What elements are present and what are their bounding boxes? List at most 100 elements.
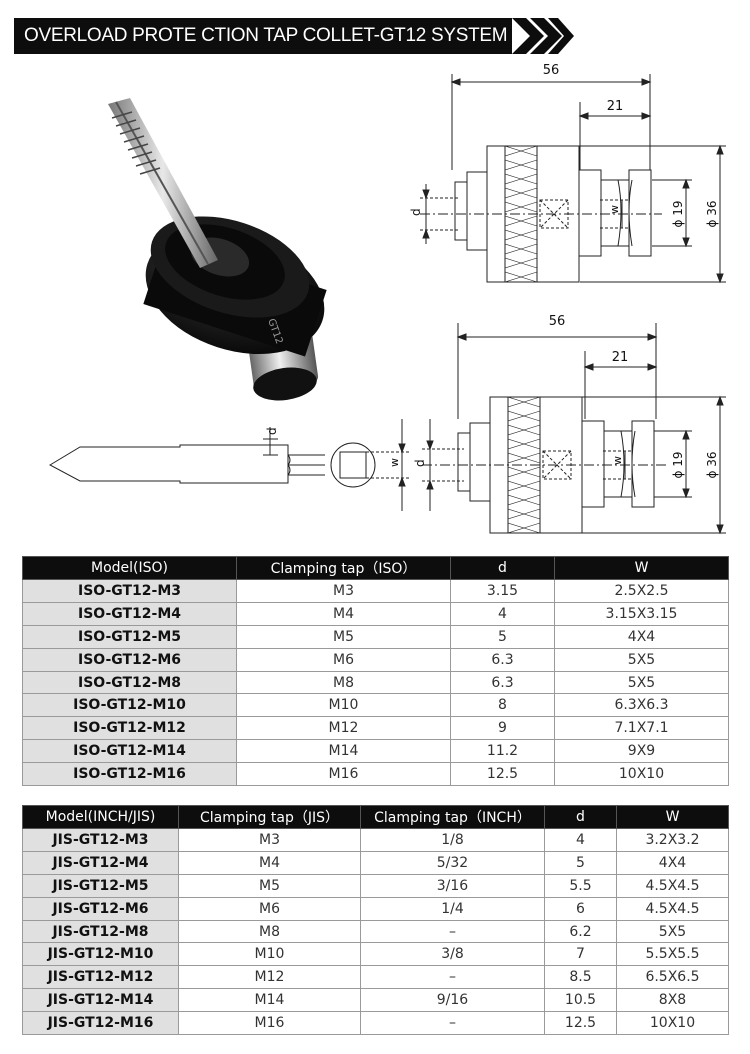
- d-cell: 6: [544, 896, 617, 921]
- w-cell: 3.2X3.2: [616, 828, 729, 852]
- header-w: W: [554, 556, 729, 580]
- clamping-tap-inch-cell: –: [360, 1011, 545, 1036]
- header-clamping-tap-inch: Clamping tap（INCH）: [360, 805, 545, 829]
- d-cell: 6.2: [544, 919, 617, 944]
- tap-w-label: w: [388, 458, 401, 467]
- model-cell: JIS-GT12-M8: [22, 919, 179, 944]
- d-cell: 5: [450, 624, 555, 649]
- model-cell: JIS-GT12-M10: [22, 942, 179, 967]
- dim-phi19-label: ϕ 19: [671, 452, 685, 479]
- d-cell: 10.5: [544, 988, 617, 1013]
- clamping-tap-inch-cell: 3/8: [360, 942, 545, 967]
- clamping-tap-inch-cell: 1/8: [360, 828, 545, 852]
- model-cell: JIS-GT12-M4: [22, 850, 179, 875]
- dim-w-label: w: [611, 456, 624, 465]
- page-title: OVERLOAD PROTE CTION TAP COLLET-GT12 SYS…: [24, 25, 508, 46]
- clamping-tap-inch-cell: –: [360, 919, 545, 944]
- clamping-tap-cell: M12: [236, 716, 451, 741]
- w-cell: 7.1X7.1: [554, 716, 729, 741]
- header-model: Model(INCH/JIS): [22, 805, 179, 829]
- d-cell: 12.5: [450, 762, 555, 787]
- header-w: W: [616, 805, 729, 829]
- model-cell: ISO-GT12-M12: [22, 716, 237, 741]
- dim-56-label: 56: [543, 63, 560, 78]
- tap-d-label: d: [265, 427, 279, 435]
- d-cell: 11.2: [450, 739, 555, 764]
- d-cell: 6.3: [450, 670, 555, 695]
- clamping-tap-jis-cell: M6: [178, 896, 361, 921]
- dim-d-label: d: [409, 208, 423, 216]
- d-cell: 4: [544, 828, 617, 852]
- clamping-tap-inch-cell: 1/4: [360, 896, 545, 921]
- jis-spec-table: Model(INCH/JIS) Clamping tap（JIS） Clampi…: [22, 805, 729, 1036]
- model-cell: ISO-GT12-M16: [22, 762, 237, 787]
- d-cell: 7: [544, 942, 617, 967]
- clamping-tap-cell: M8: [236, 670, 451, 695]
- collet-drawing-top: 56 21 d w ϕ 19 ϕ 36: [409, 63, 726, 284]
- w-cell: 4.5X4.5: [616, 896, 729, 921]
- d-cell: 4: [450, 601, 555, 626]
- table-header-row: Model(ISO) Clamping tap（ISO） d W: [22, 556, 729, 580]
- d-cell: 3.15: [450, 579, 555, 603]
- tap-collet-photo: GT12: [108, 98, 327, 401]
- model-cell: JIS-GT12-M16: [22, 1011, 179, 1036]
- d-cell: 12.5: [544, 1011, 617, 1036]
- clamping-tap-jis-cell: M3: [178, 828, 361, 852]
- model-cell: JIS-GT12-M5: [22, 873, 179, 898]
- w-cell: 10X10: [554, 762, 729, 787]
- clamping-tap-cell: M4: [236, 601, 451, 626]
- d-cell: 8.5: [544, 965, 617, 990]
- model-cell: ISO-GT12-M10: [22, 693, 237, 718]
- model-cell: JIS-GT12-M6: [22, 896, 179, 921]
- w-cell: 2.5X2.5: [554, 579, 729, 603]
- w-cell: 5X5: [616, 919, 729, 944]
- w-cell: 5X5: [554, 670, 729, 695]
- model-cell: JIS-GT12-M3: [22, 828, 179, 852]
- clamping-tap-inch-cell: –: [360, 965, 545, 990]
- model-cell: ISO-GT12-M5: [22, 624, 237, 649]
- dim-phi36-label: ϕ 36: [705, 452, 719, 479]
- w-cell: 4.5X4.5: [616, 873, 729, 898]
- model-cell: JIS-GT12-M14: [22, 988, 179, 1013]
- dim-21-label: 21: [612, 350, 629, 365]
- clamping-tap-inch-cell: 3/16: [360, 873, 545, 898]
- header-d: d: [450, 556, 555, 580]
- w-cell: 6.3X6.3: [554, 693, 729, 718]
- clamping-tap-jis-cell: M12: [178, 965, 361, 990]
- dim-phi36-label: ϕ 36: [705, 201, 719, 228]
- d-cell: 9: [450, 716, 555, 741]
- d-cell: 8: [450, 693, 555, 718]
- w-cell: 4X4: [616, 850, 729, 875]
- dim-21-label: 21: [607, 99, 624, 114]
- clamping-tap-inch-cell: 9/16: [360, 988, 545, 1013]
- header-clamping-tap: Clamping tap（ISO）: [236, 556, 451, 580]
- clamping-tap-cell: M5: [236, 624, 451, 649]
- dim-phi19-label: ϕ 19: [671, 201, 685, 228]
- header-model: Model(ISO): [22, 556, 237, 580]
- w-cell: 10X10: [616, 1011, 729, 1036]
- clamping-tap-jis-cell: M4: [178, 850, 361, 875]
- iso-spec-table: Model(ISO) Clamping tap（ISO） d W ISO-GT1…: [22, 556, 729, 787]
- clamping-tap-jis-cell: M14: [178, 988, 361, 1013]
- dim-d-label: d: [413, 459, 427, 467]
- clamping-tap-cell: M6: [236, 647, 451, 672]
- chevron-arrows-icon: [512, 18, 574, 54]
- clamping-tap-jis-cell: M8: [178, 919, 361, 944]
- header-clamping-tap-jis: Clamping tap（JIS）: [178, 805, 361, 829]
